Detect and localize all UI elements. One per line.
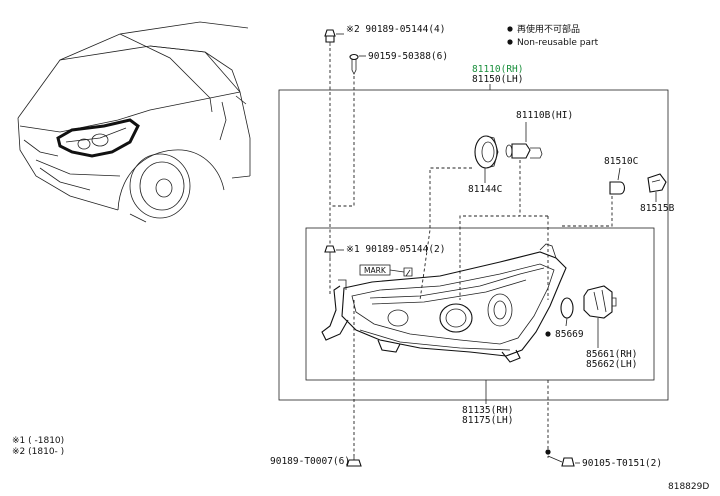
label-bolt-top: ※2 90189-05144(4) — [346, 24, 445, 35]
label-hi-bulb: 81110B(HI) — [516, 110, 573, 121]
housing-frame — [305, 227, 655, 381]
vehicle-sketch — [17, 21, 251, 223]
label-bolt-bottom-right: 90105-T0151(2) — [582, 458, 662, 469]
label-side-lamp: 81510C — [604, 156, 638, 167]
label-housing-lh: 81175(LH) — [462, 415, 513, 426]
label-screw-top: 90159-50388(6) — [368, 51, 448, 62]
label-oring: 85669 — [555, 329, 584, 340]
label-mark: MARK — [364, 266, 387, 275]
hi-bulb-icon — [505, 143, 543, 159]
footnote-1: ※1 ( -1810) — [12, 436, 64, 446]
bolt-bottom-left-icon — [346, 456, 362, 467]
legend-bullet-2 — [507, 39, 513, 45]
label-bolt-bottom-left: 90189-T0007(6) — [270, 456, 350, 467]
label-actuator-rh: 85661(RH) — [586, 349, 637, 360]
label-assembly-rh: 81110(RH) — [472, 64, 523, 75]
legend-bullet-1 — [507, 26, 513, 32]
bolt-inner-icon — [324, 245, 336, 258]
assembly-frame — [278, 89, 669, 401]
actuator-icon — [583, 285, 617, 319]
oring-icon — [560, 297, 574, 319]
label-cap: 81144C — [468, 184, 502, 195]
headlamp-housing-icon — [321, 243, 567, 363]
label-bolt-inner: ※1 90189-05144(2) — [346, 244, 445, 255]
legend-reusable-jp: 再使用不可部品 — [517, 23, 580, 35]
diagram-id: 818829D — [668, 482, 709, 492]
label-socket: 81515B — [640, 203, 675, 214]
bolt-bottom-right-icon — [545, 449, 575, 467]
mark-callout — [359, 264, 413, 277]
footnote-2: ※2 (1810- ) — [12, 447, 64, 457]
nonreusable-bullet-oring — [545, 331, 551, 337]
side-lamp-icon — [609, 181, 626, 195]
label-assembly-lh: 81150(LH) — [472, 74, 523, 85]
bolt-top-icon — [324, 29, 336, 46]
screw-top-icon — [349, 53, 359, 75]
label-housing-rh: 81135(RH) — [462, 405, 513, 416]
socket-icon — [647, 173, 667, 193]
cap-icon — [474, 135, 499, 169]
legend: 再使用不可部品 Non-reusable part — [507, 23, 599, 48]
legend-nonreusable-en: Non-reusable part — [517, 38, 599, 48]
label-actuator-lh: 85662(LH) — [586, 359, 637, 370]
